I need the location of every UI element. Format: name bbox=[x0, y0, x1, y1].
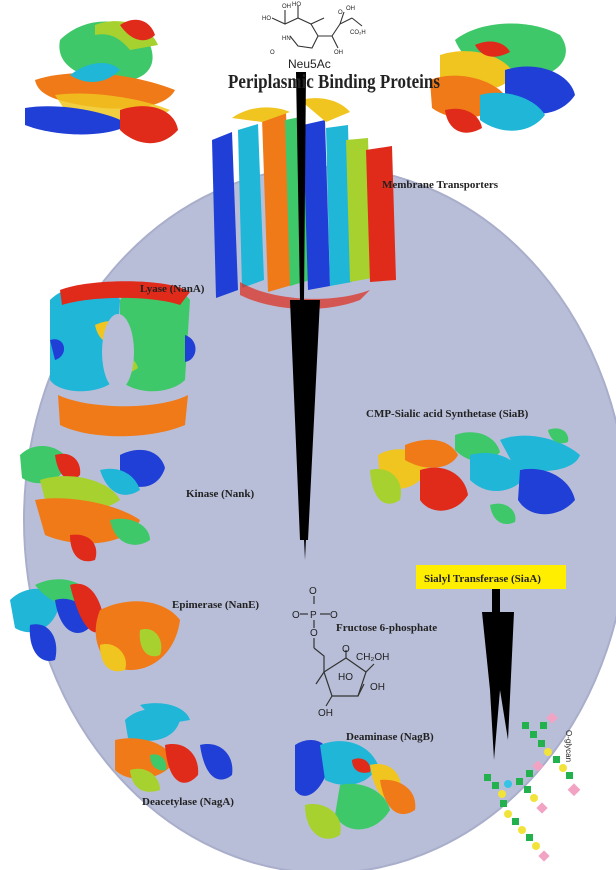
membrane-transporter-image bbox=[212, 98, 396, 310]
f6p-ch2oh: CH₂OH bbox=[356, 652, 389, 663]
deaminase-nagb-image bbox=[295, 740, 416, 839]
neu5ac-oh1-text: OH bbox=[282, 4, 291, 10]
glycan-chain-upper bbox=[522, 712, 581, 797]
label-lyase: Lyase (NanA) bbox=[140, 283, 205, 295]
f6p-o-ring: O bbox=[342, 644, 350, 655]
label-deacetylase: Deacetylase (NagA) bbox=[142, 796, 234, 808]
label-kinase: Kinase (Nank) bbox=[186, 488, 254, 500]
f6p-oh-ring: OH bbox=[370, 682, 385, 693]
f6p-ho: HO bbox=[338, 672, 353, 683]
sialyl-transferase-arrow bbox=[482, 588, 514, 760]
label-fructose: Fructose 6-phosphate bbox=[336, 622, 437, 634]
glycan-chain-lower bbox=[484, 760, 550, 862]
f6p-oh-low: OH bbox=[318, 708, 333, 719]
label-deaminase: Deaminase (NagB) bbox=[346, 731, 434, 743]
f6p-o-bottom: O bbox=[310, 628, 318, 639]
neu5ac-o1-text: O bbox=[270, 50, 275, 56]
neu5ac-structure bbox=[271, 6, 363, 49]
fructose-6-phosphate-structure bbox=[300, 596, 375, 707]
neu5ac-hn-text: HN bbox=[282, 36, 291, 42]
neu5ac-o2-text: O bbox=[338, 10, 343, 16]
label-membrane: Membrane Transporters bbox=[382, 179, 499, 191]
cmp-synthetase-siab-image bbox=[370, 428, 580, 525]
neu5ac-ho1-text: HO bbox=[262, 16, 271, 22]
label-periplasmic: Periplasmic Binding Proteins bbox=[228, 71, 440, 92]
lyase-nana-image bbox=[50, 281, 196, 437]
label-epimerase: Epimerase (NanE) bbox=[172, 599, 259, 611]
f6p-o-right: O bbox=[330, 610, 338, 621]
neu5ac-oh2-text: OH bbox=[334, 50, 343, 56]
label-sialyl: Sialyl Transferase (SiaA) bbox=[424, 573, 541, 585]
f6p-o-left: O bbox=[292, 610, 300, 621]
kinase-nank-image bbox=[20, 445, 165, 562]
epimerase-nane-image bbox=[10, 579, 180, 672]
f6p-p: P bbox=[310, 610, 317, 621]
neu5ac-label: Neu5Ac bbox=[288, 57, 331, 71]
neu5ac-oh3-text: OH bbox=[346, 6, 355, 12]
neu5ac-co2h-text: CO₂H bbox=[350, 30, 366, 36]
sialyl-transferase-highlight bbox=[416, 565, 566, 589]
periplasmic-protein-right-image bbox=[430, 23, 575, 133]
pathway-arrow-main bbox=[290, 72, 320, 560]
neu5ac-ho2-text: HO bbox=[292, 2, 301, 8]
deacetylase-naga-image bbox=[115, 703, 233, 792]
glycan-oglycan-label: O-glycan bbox=[564, 730, 573, 762]
f6p-o-top: O bbox=[309, 586, 317, 597]
periplasmic-protein-left-image bbox=[25, 19, 178, 144]
label-cmp: CMP-Sialic acid Synthetase (SiaB) bbox=[366, 408, 529, 420]
